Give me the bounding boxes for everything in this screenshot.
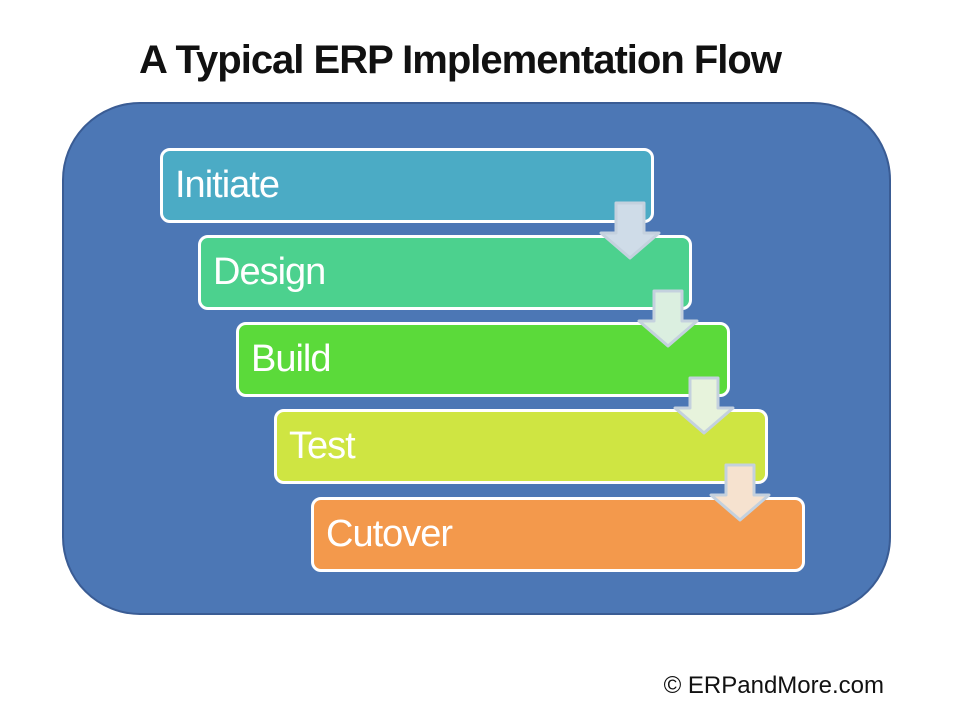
stage-design: Design (198, 235, 692, 310)
copyright-text: © ERPandMore.com (663, 672, 884, 699)
down-arrow-icon-1 (599, 201, 661, 260)
down-arrow-icon-3 (673, 376, 735, 435)
stage-test: Test (274, 409, 768, 484)
stage-initiate: Initiate (160, 148, 654, 223)
down-arrow-icon-4 (709, 463, 771, 522)
stage-initiate-label: Initiate (175, 164, 280, 206)
flow-container: Initiate Design Build Test Cutover (62, 102, 891, 615)
stage-design-label: Design (213, 251, 326, 293)
page-title: A Typical ERP Implementation Flow (139, 38, 782, 82)
arrow-build-to-test (673, 376, 735, 435)
down-arrow-icon-2 (637, 289, 699, 348)
arrow-test-to-cutover (709, 463, 771, 522)
stage-build: Build (236, 322, 730, 397)
arrow-initiate-to-design (599, 201, 661, 260)
stage-test-label: Test (289, 425, 356, 467)
arrow-design-to-build (637, 289, 699, 348)
stage-build-label: Build (251, 338, 331, 380)
stage-cutover: Cutover (311, 497, 805, 572)
stage-cutover-label: Cutover (326, 513, 453, 555)
